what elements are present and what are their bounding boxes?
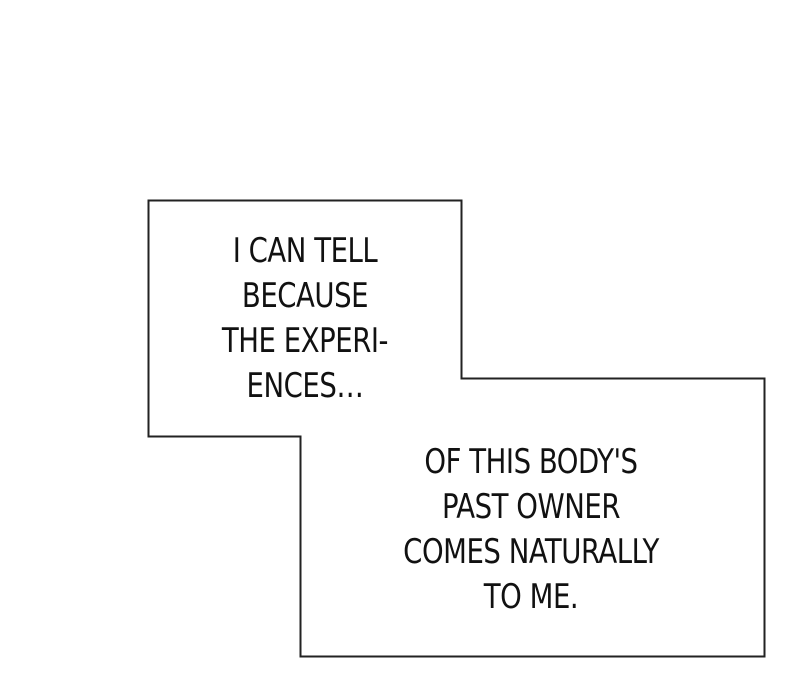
caption-1-line: BECAUSE	[241, 276, 369, 316]
caption-2-line: TO ME.	[483, 577, 579, 617]
caption-1-line: THE EXPERI-	[221, 321, 389, 361]
caption-2-line: OF THIS BODY'S	[424, 442, 638, 482]
caption-2-line: COMES NATURALLY	[403, 532, 659, 572]
caption-2-line: PAST OWNER	[441, 487, 621, 527]
narration-box-shape	[147, 199, 766, 658]
narration-caption-2: OF THIS BODY'S PAST OWNER COMES NATURALL…	[323, 440, 739, 620]
narration-caption-1: I CAN TELL BECAUSE THE EXPERI- ENCES…	[166, 229, 445, 409]
caption-1-line: I CAN TELL	[232, 231, 378, 271]
caption-1-line: ENCES…	[246, 366, 364, 406]
